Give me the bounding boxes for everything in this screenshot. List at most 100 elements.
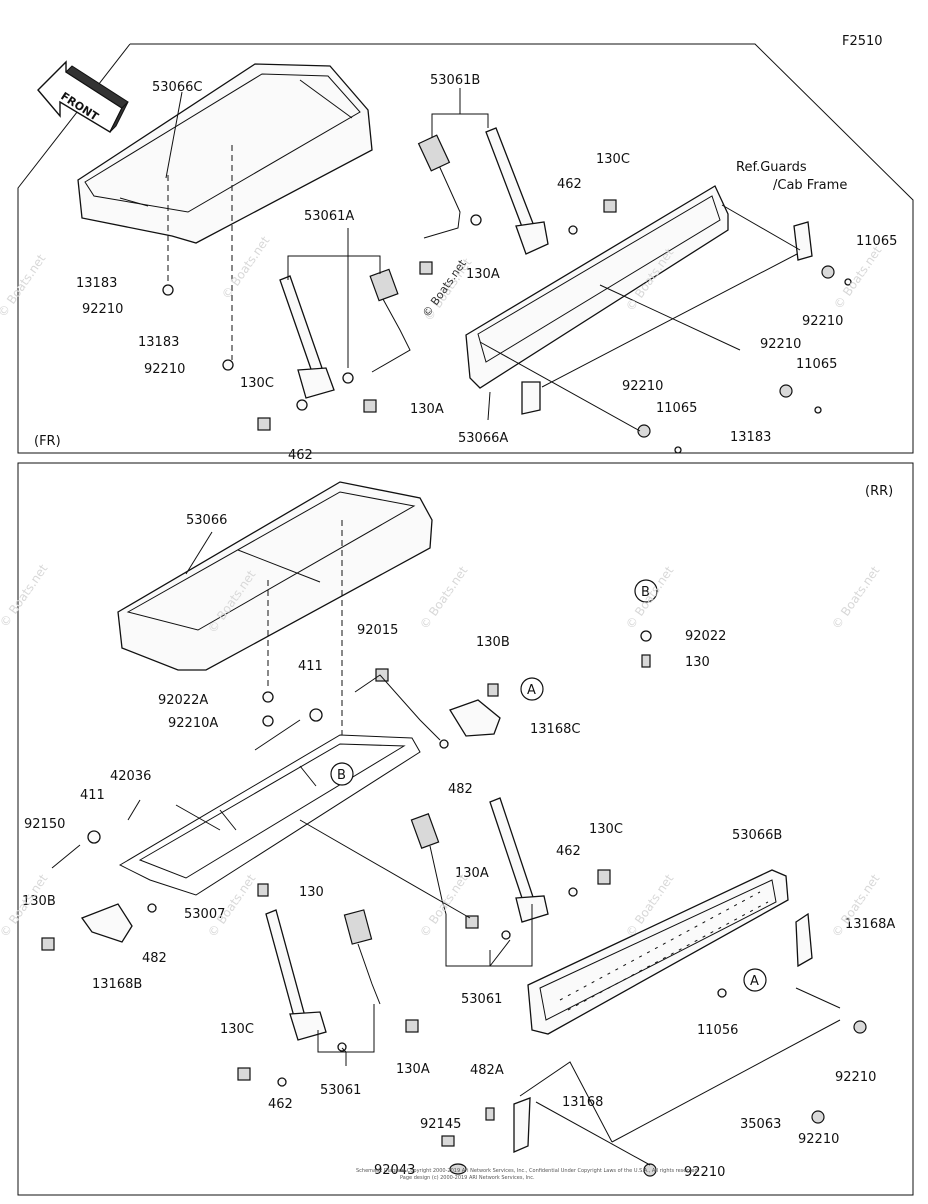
ref-mark-a-upper: A <box>520 677 544 701</box>
callout-482-rr2: 482 <box>142 951 167 966</box>
rear-section-label: (RR) <box>865 484 893 499</box>
callout-13183-fr1: 13183 <box>76 276 117 291</box>
ref-note-line2: /Cab Frame <box>773 178 847 193</box>
fr-leader-53066C <box>165 91 183 179</box>
rr-guide-4 <box>535 1101 651 1166</box>
callout-130C-rr2: 130C <box>220 1022 254 1037</box>
rr-guide-2 <box>175 804 471 919</box>
callout-130C-fr2: 130C <box>240 376 274 391</box>
rear-guard-bar <box>611 1019 841 1143</box>
svg-text:A: A <box>527 683 536 698</box>
callout-130A-rr2: 130A <box>396 1062 430 1077</box>
callout-92015: 92015 <box>357 623 398 638</box>
callout-92210-rr1: 92210 <box>835 1070 876 1085</box>
callout-482-rr1: 482 <box>448 782 473 797</box>
callout-130B-rr2: 130B <box>22 894 56 909</box>
callout-42036: 42036 <box>110 769 151 784</box>
callout-92210-fr1: 92210 <box>802 314 843 329</box>
callout-130-rr1: 130 <box>685 655 710 670</box>
svg-text:© Boats.net: © Boats.net <box>831 243 885 311</box>
svg-text:© Boats.net: © Boats.net <box>0 251 49 319</box>
callout-13183-fr2: 13183 <box>138 335 179 350</box>
callout-130A-rr1: 130A <box>455 866 489 881</box>
callout-35063: 35063 <box>740 1117 781 1132</box>
callout-92022A: 92022A <box>158 693 208 708</box>
svg-text:© Boats.net: © Boats.net <box>417 563 471 631</box>
callout-53061B: 53061B <box>430 73 480 88</box>
callout-13168C: 13168C <box>530 722 580 737</box>
svg-text:A: A <box>750 974 759 989</box>
front-fasteners <box>162 199 852 454</box>
callout-462-fr2: 462 <box>288 448 313 463</box>
fr-leader-53061A <box>287 228 381 368</box>
callout-411-rr1: 411 <box>298 659 323 674</box>
callout-13168: 13168 <box>562 1095 603 1110</box>
callout-13183-fr3: 13183 <box>730 430 771 445</box>
fr-leader-53066A <box>487 391 491 421</box>
ref-mark-b-detail: B <box>634 579 658 603</box>
callout-53007: 53007 <box>184 907 225 922</box>
callout-92210A: 92210A <box>168 716 218 731</box>
callout-53061-rr1: 53061 <box>461 992 502 1007</box>
callout-462-fr1: 462 <box>557 177 582 192</box>
callout-92145: 92145 <box>420 1117 461 1132</box>
callout-53066B: 53066B <box>732 828 782 843</box>
front-guard-bar <box>521 221 813 415</box>
callout-130A-fr1: 130A <box>466 267 500 282</box>
ref-mark-a-lower: A <box>743 968 767 992</box>
callout-92210-fr5: 92210 <box>622 379 663 394</box>
callout-462-rr1: 462 <box>556 844 581 859</box>
callout-92022: 92022 <box>685 629 726 644</box>
front-seatbelt-b <box>417 127 549 255</box>
rear-brackets <box>80 699 813 1153</box>
fr-guide-lines <box>479 204 801 432</box>
callout-11065-fr3: 11065 <box>656 401 697 416</box>
callout-53066A: 53066A <box>458 431 508 446</box>
rr-guide-3 <box>519 987 841 1143</box>
figure-code: F2510 <box>842 34 883 49</box>
callout-462-rr2: 462 <box>268 1097 293 1112</box>
callout-482A: 482A <box>470 1063 504 1078</box>
front-arrow: FRONT <box>37 60 129 133</box>
callout-92150: 92150 <box>24 817 65 832</box>
callout-92210-fr2: 92210 <box>82 302 123 317</box>
front-seatbelt-a <box>279 268 411 399</box>
callout-53061A: 53061A <box>304 209 354 224</box>
callout-13168B: 13168B <box>92 977 142 992</box>
rr-guide-1 <box>254 674 441 751</box>
ref-mark-b-frame: B <box>330 762 354 786</box>
callout-92210-rr3: 92210 <box>684 1165 725 1180</box>
rear-seat-frame <box>118 734 421 896</box>
callout-53066C: 53066C <box>152 80 202 95</box>
callout-92210-rr2: 92210 <box>798 1132 839 1147</box>
callout-92210-fr4: 92210 <box>760 337 801 352</box>
rear-seat-cushion <box>117 481 433 671</box>
svg-text:© Boats.net: © Boats.net <box>623 563 677 631</box>
svg-text:B: B <box>641 585 650 600</box>
svg-text:© Boats.net: © Boats.net <box>417 871 471 939</box>
callout-13168A: 13168A <box>845 917 895 932</box>
callout-53066: 53066 <box>186 513 227 528</box>
svg-text:© Boats.net: © Boats.net <box>0 561 51 629</box>
callout-11065-fr1: 11065 <box>856 234 897 249</box>
callout-130C-rr1: 130C <box>589 822 623 837</box>
rr-leader-53061-b <box>317 1004 375 1066</box>
callout-53061-rr2: 53061 <box>320 1083 361 1098</box>
callout-411-rr2: 411 <box>80 788 105 803</box>
fr-leader-53061B <box>431 88 489 138</box>
svg-text:© Boats.net: © Boats.net <box>219 233 273 301</box>
rr-leader-53066 <box>185 531 213 575</box>
callout-11065-fr2: 11065 <box>796 357 837 372</box>
svg-text:© Boats.net: © Boats.net <box>829 563 883 631</box>
svg-text:© Boats.net: © Boats.net <box>205 871 259 939</box>
front-section-label: (FR) <box>34 434 61 449</box>
front-section-frame <box>17 43 914 454</box>
callout-130-rr2: 130 <box>299 885 324 900</box>
callout-130A-fr2: 130A <box>410 402 444 417</box>
rear-seatbelt-right <box>410 797 549 923</box>
rear-seatback-panel <box>527 869 789 1035</box>
ref-note-line1: Ref.Guards <box>736 160 807 175</box>
callout-130C-fr1: 130C <box>596 152 630 167</box>
